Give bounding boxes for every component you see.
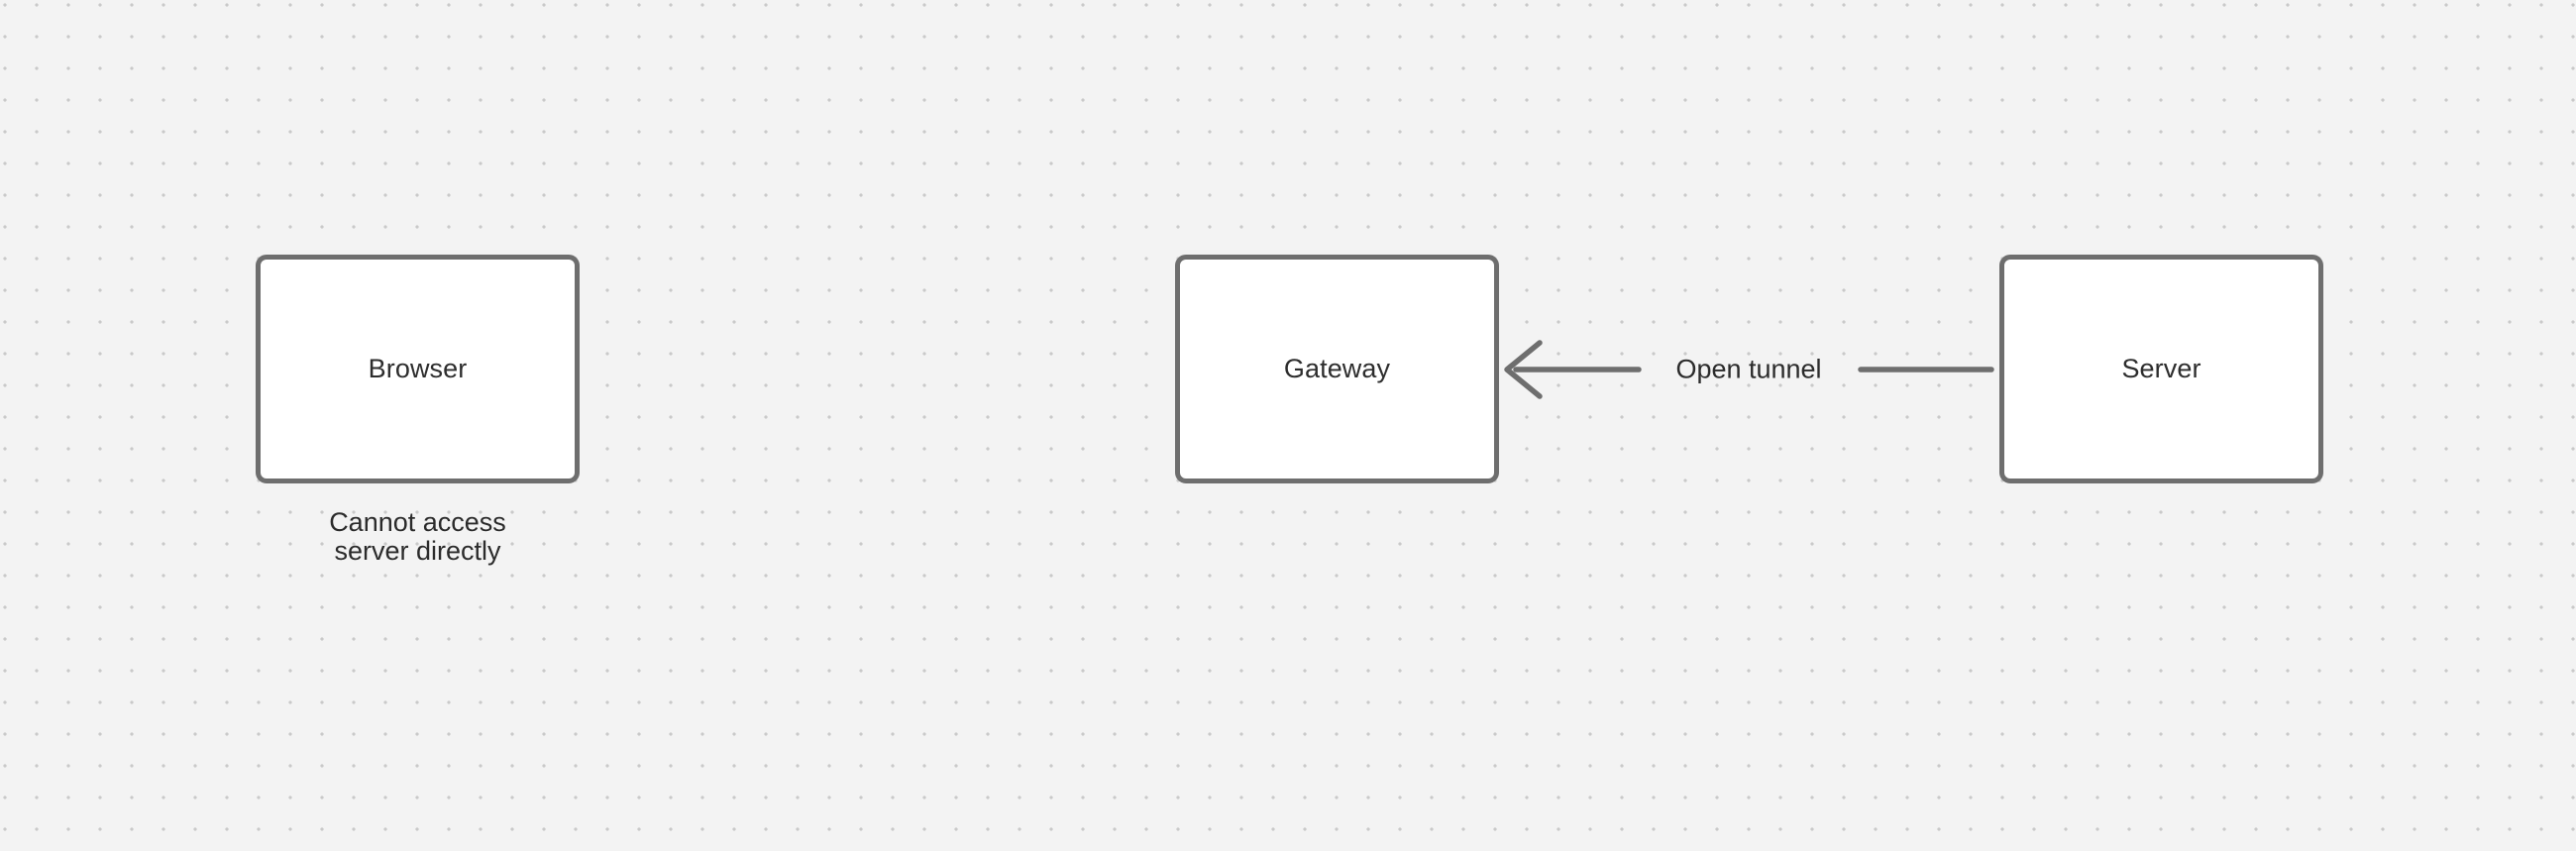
- node-server-label: Server: [2121, 354, 2201, 384]
- node-browser[interactable]: Browser: [256, 255, 580, 483]
- node-browser-label: Browser: [368, 354, 468, 384]
- node-browser-caption: Cannot access server directly: [329, 507, 506, 566]
- node-gateway[interactable]: Gateway: [1175, 255, 1499, 483]
- node-gateway-label: Gateway: [1283, 354, 1391, 384]
- edge-label-open-tunnel: Open tunnel: [1675, 354, 1822, 384]
- node-server[interactable]: Server: [1999, 255, 2323, 483]
- arrowhead-left-icon: [1504, 340, 1543, 399]
